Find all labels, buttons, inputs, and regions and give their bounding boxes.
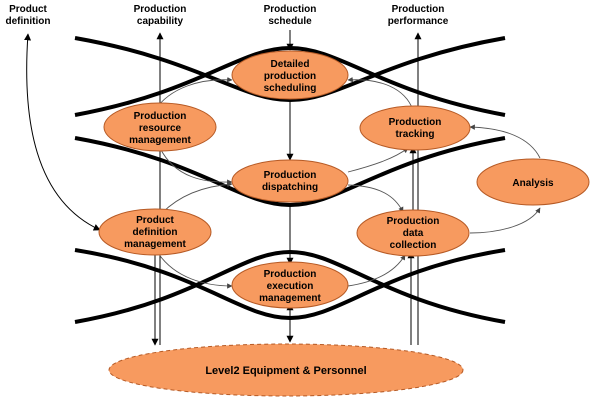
node-data-collection-line2: data — [403, 228, 424, 239]
label-production-schedule-line2: schedule — [268, 16, 312, 27]
collection-to-analysis-arrow — [469, 207, 541, 234]
node-resource-management-line2: resource — [139, 123, 182, 134]
node-detailed-scheduling-line2: production — [264, 71, 316, 82]
dispatch-to-tracking-arrow — [347, 147, 409, 173]
node-data-collection-line1: Production — [387, 216, 440, 227]
product-definition-arrow — [24, 33, 101, 231]
node-tracking-line1: Production — [389, 117, 442, 128]
node-resource-management: Production resource management — [103, 102, 217, 152]
node-definition-management-line2: definition — [133, 227, 178, 238]
label-production-capability-line2: capability — [137, 16, 184, 27]
exec-to-collection-arrow — [347, 254, 406, 287]
node-execution-management-line3: management — [259, 293, 321, 304]
tracking-to-scheduling-arrow — [347, 77, 414, 111]
node-definition-management: Product definition management — [98, 208, 212, 256]
node-resource-management-line3: management — [129, 135, 191, 146]
node-execution-management-line1: Production — [264, 269, 317, 280]
node-detailed-scheduling-line3: scheduling — [264, 83, 317, 94]
label-product-definition-line1: Product — [9, 4, 47, 15]
node-tracking: Production tracking — [359, 105, 471, 151]
node-execution-management-line2: execution — [267, 281, 314, 292]
label-production-schedule-line1: Production — [264, 4, 317, 15]
label-product-definition-line2: definition — [6, 16, 51, 27]
node-execution-management: Production execution management — [231, 261, 349, 309]
node-detailed-scheduling: Detailed production scheduling — [231, 50, 349, 100]
node-definition-management-line3: management — [124, 239, 186, 250]
definition-to-dispatch-arrow — [161, 181, 233, 214]
node-resource-management-line1: Production — [134, 111, 187, 122]
node-detailed-scheduling-line1: Detailed — [271, 59, 310, 70]
resource-to-dispatch-arrow — [159, 147, 233, 185]
node-dispatching-line2: dispatching — [262, 182, 318, 193]
node-tracking-line2: tracking — [396, 129, 435, 140]
label-production-performance-line2: performance — [388, 16, 449, 27]
node-level2-equipment: Level2 Equipment & Personnel — [108, 343, 464, 397]
analysis-to-tracking-arrow — [469, 124, 541, 159]
label-production-performance-line1: Production — [392, 4, 445, 15]
node-definition-management-line1: Product — [136, 215, 174, 226]
node-level2-line1: Level2 Equipment & Personnel — [205, 365, 366, 377]
node-analysis: Analysis — [476, 158, 590, 206]
dispatch-to-collection-arrow — [347, 184, 404, 213]
node-analysis-line1: Analysis — [512, 178, 554, 189]
label-production-capability-line1: Production — [134, 4, 187, 15]
node-dispatching: Production dispatching — [231, 159, 349, 203]
node-data-collection: Production data collection — [356, 209, 470, 257]
definition-to-exec-arrow — [157, 252, 233, 289]
node-dispatching-line1: Production — [264, 170, 317, 181]
node-data-collection-line3: collection — [390, 240, 437, 251]
